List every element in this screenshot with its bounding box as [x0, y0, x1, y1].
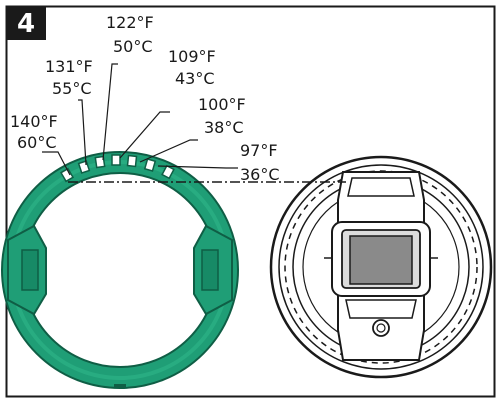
temperature-notches: [60, 154, 175, 183]
leader-lines: [42, 63, 238, 176]
temp-c-55: 55°C: [52, 79, 92, 98]
temp-f-100: 100°F: [198, 95, 246, 114]
temp-c-50: 50°C: [113, 37, 153, 56]
step-badge: 4: [6, 6, 46, 40]
temp-f-122: 122°F: [106, 13, 154, 32]
temp-f-140: 140°F: [10, 112, 58, 131]
temp-f-97: 97°F: [240, 141, 278, 160]
temp-c-60: 60°C: [17, 133, 57, 152]
temperature-labels: 140°F 60°C 131°F 55°C 122°F 50°C 109°F 4…: [10, 13, 280, 184]
temperature-ring: [1, 151, 239, 389]
valve-assembly: [269, 155, 493, 379]
temp-c-43: 43°C: [175, 69, 215, 88]
temp-f-109: 109°F: [168, 47, 216, 66]
temp-f-131: 131°F: [45, 57, 93, 76]
cartridge-block: [349, 235, 413, 285]
temp-c-38: 38°C: [204, 118, 244, 137]
step-number: 4: [17, 9, 35, 39]
temp-c-36: 36°C: [240, 165, 280, 184]
